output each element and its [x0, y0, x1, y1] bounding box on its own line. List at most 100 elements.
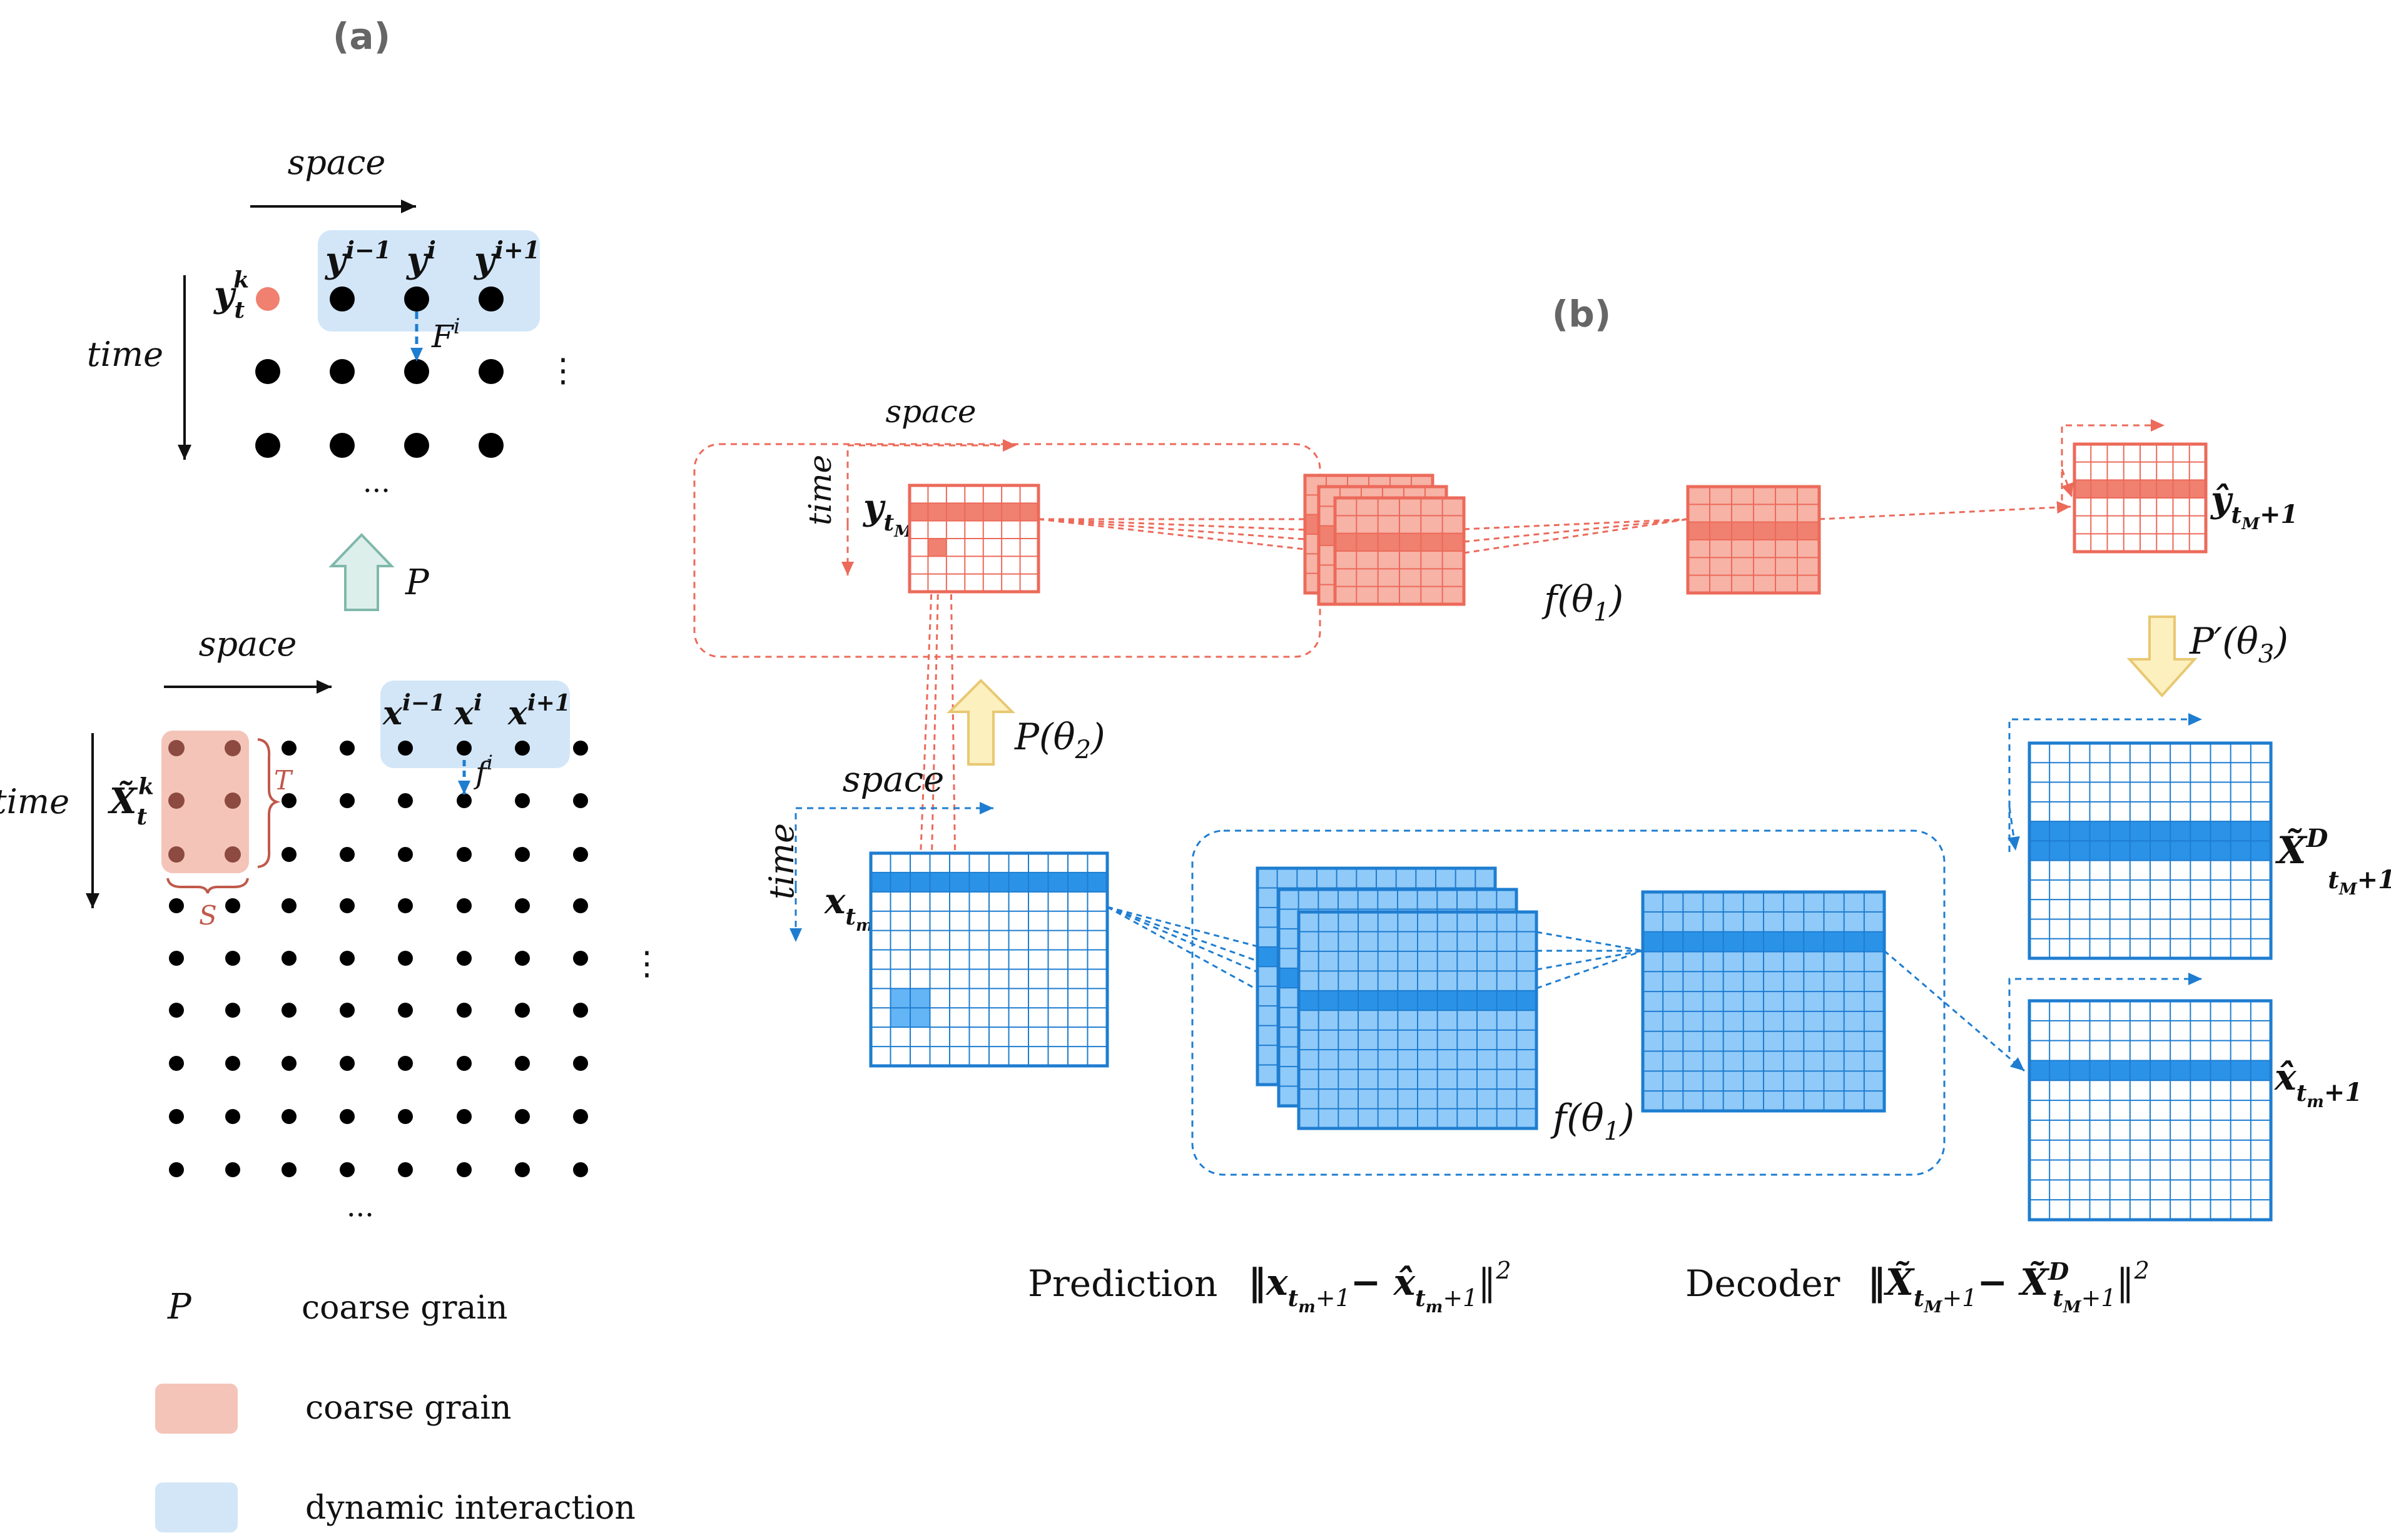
lattice-dot: [457, 1056, 472, 1071]
micro-f-label: f(θ1): [1550, 1097, 1635, 1146]
legend-label-1: coarse grain: [302, 1289, 508, 1327]
yhat-axes: [2061, 419, 2165, 500]
P2-label: P(θ2): [1014, 716, 1105, 764]
panel-a-bottom-lattice: space time X̃tk xi−1 xi xi+1 fi T S ⋮ ··…: [0, 624, 663, 1232]
macro-link: [1038, 518, 1338, 554]
yhat-time-arrow: [2061, 469, 2074, 498]
panel-a-top-lattice: space time ytk yi−1 yi yi+1 Fi ⋮ ···: [87, 143, 579, 507]
XD-label: X̃DtM+1: [2275, 824, 2391, 899]
lattice-dot: [515, 898, 530, 913]
legend-label-3: dynamic interaction: [305, 1489, 636, 1527]
bottom-space-label: space: [199, 624, 297, 664]
XD-axes: [2008, 713, 2202, 852]
lattice-dot: [225, 793, 241, 809]
lattice-dot: [398, 1056, 413, 1071]
lattice-dot: [282, 898, 297, 913]
lattice-dot: [340, 847, 355, 862]
macro-input-grid-highlight-row: [910, 503, 1038, 521]
prediction-label: Prediction: [1028, 1262, 1217, 1305]
micro-link: [1107, 906, 1302, 992]
lattice-dot: [225, 846, 241, 863]
lattice-dot: [225, 1109, 240, 1124]
lattice-dot: [573, 793, 588, 808]
micro-link: [1536, 950, 1643, 990]
micro-stack-grid-3: [1297, 910, 1538, 1130]
lattice-dot: [515, 793, 530, 808]
lattice-dot: [573, 1003, 588, 1018]
lattice-dot: [225, 1162, 240, 1177]
lattice-dot: [457, 1109, 472, 1124]
macro-input-grid-highlight-cell: [928, 539, 947, 557]
xhat-label: x̂tm+1: [2273, 1056, 2362, 1112]
macro-link: [1463, 518, 1688, 543]
macro-link: [1038, 518, 1322, 532]
lattice-dot: [398, 1109, 413, 1124]
micro-row: space time xtm f(θ1) X̃DtM+1 x̂tm+1: [762, 713, 2391, 1176]
lattice-dot: [515, 847, 530, 862]
micro-dynamics-box: [1191, 829, 1946, 1176]
micro-output-block: [1641, 890, 1886, 1113]
yhat-grid: [2073, 442, 2208, 554]
XD-grid: [2028, 741, 2273, 960]
legend-key-P: P: [167, 1287, 192, 1327]
lattice-dot: [169, 1109, 184, 1124]
lattice-dot: [340, 1109, 355, 1124]
lattice-dot: [340, 898, 355, 913]
lattice-dot: [225, 740, 241, 756]
x-cur-label: xi: [454, 690, 482, 732]
lattice-dot: [282, 793, 297, 808]
lattice-dot: [515, 1162, 530, 1177]
lattice-dot: [457, 793, 472, 808]
lattice-dot: [225, 898, 240, 913]
lattice-dot: [457, 1162, 472, 1177]
y-next-label: yi+1: [473, 236, 540, 281]
y-prev-label: yi−1: [324, 236, 391, 281]
lattice-dot: [515, 741, 530, 756]
xhat-axes: [2008, 973, 2202, 1052]
yM-label: ytM: [862, 487, 913, 541]
Fi-label: Fi: [431, 314, 460, 355]
lattice-dot: [225, 1056, 240, 1071]
lattice-dot: [515, 1003, 530, 1018]
lattice-dot: [457, 741, 472, 756]
ytk-dot: [256, 287, 280, 311]
lattice-dot: [282, 847, 297, 862]
lattice-dot: [457, 1003, 472, 1018]
bottom-lattice-dots: [168, 740, 588, 1177]
lattice-dot: [573, 741, 588, 756]
lattice-dot: [225, 951, 240, 966]
lattice-dot: [573, 951, 588, 966]
xm-label: xtm: [824, 881, 873, 935]
lattice-dot: [340, 741, 355, 756]
lattice-dot: [457, 847, 472, 862]
lattice-dot: [398, 1162, 413, 1177]
lattice-dot: [282, 1056, 297, 1071]
micro-input-grid: [869, 851, 1109, 1068]
legend-swatch-interaction: [155, 1482, 238, 1532]
lattice-dot: [573, 1056, 588, 1071]
lattice-dot: [398, 847, 413, 862]
top-hdots: ···: [363, 474, 390, 507]
macro-f-label: f(θ1): [1541, 578, 1623, 627]
fi-label: fi: [474, 751, 493, 791]
lattice-dot: [169, 1056, 184, 1071]
lattice-dot: [457, 898, 472, 913]
macro-axes: [846, 439, 1017, 524]
lattice-dot: [169, 951, 184, 966]
lattice-dot: [398, 1003, 413, 1018]
macro-time-label: time: [802, 455, 838, 525]
lattice-dot: [168, 846, 185, 863]
S-brace: [166, 878, 249, 894]
lattice-dot: [169, 898, 184, 913]
legend-label-2: coarse grain: [305, 1389, 512, 1427]
lattice-dot: [515, 1109, 530, 1124]
P2-up-arrow: [947, 679, 1015, 766]
macro-link: [1038, 518, 1338, 543]
lattice-dot: [573, 1162, 588, 1177]
Xtk-label: X̃tk: [108, 774, 154, 830]
panel-a-label: (a): [333, 15, 390, 58]
micro-space-label: space: [843, 759, 944, 800]
micro-link: [1536, 931, 1643, 952]
